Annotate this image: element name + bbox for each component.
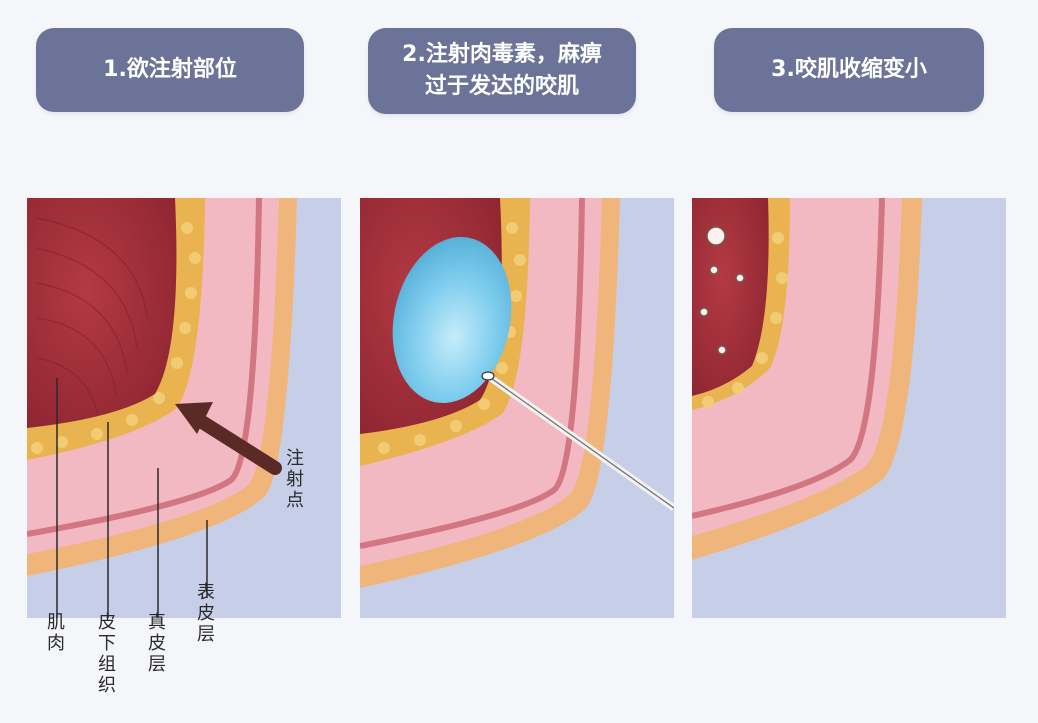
syringe-needle [481,371,674,511]
label-dermis: 真皮层 [148,612,166,675]
step-1-text: 1.欲注射部位 [103,57,237,82]
step-1-label: 1.欲注射部位 [36,28,304,112]
muscle-layer [27,198,177,428]
panel-during-injection [360,198,674,618]
panel-1-illustration [27,198,297,618]
label-injection-point: 注射点 [286,448,304,511]
label-muscle: 肌肉 [47,612,65,654]
step-3-label: 3.咬肌收缩变小 [714,28,984,112]
botox-bubble [392,236,512,404]
panel-before-injection [27,198,341,618]
step-2-label: 2.注射肉毒素，麻痹 过于发达的咬肌 [368,28,636,114]
panel-after-injection [692,198,1006,618]
panel-2-illustration [360,198,674,588]
injection-arrow [175,402,282,475]
step-2-text-line2: 过于发达的咬肌 [424,74,579,99]
label-epidermis: 表皮层 [197,582,215,645]
step-2-text-line1: 2.注射肉毒素，麻痹 [402,42,602,67]
panel-3-illustration [692,198,922,560]
label-subcutaneous: 皮下组织 [98,612,116,696]
step-3-text: 3.咬肌收缩变小 [771,57,927,82]
